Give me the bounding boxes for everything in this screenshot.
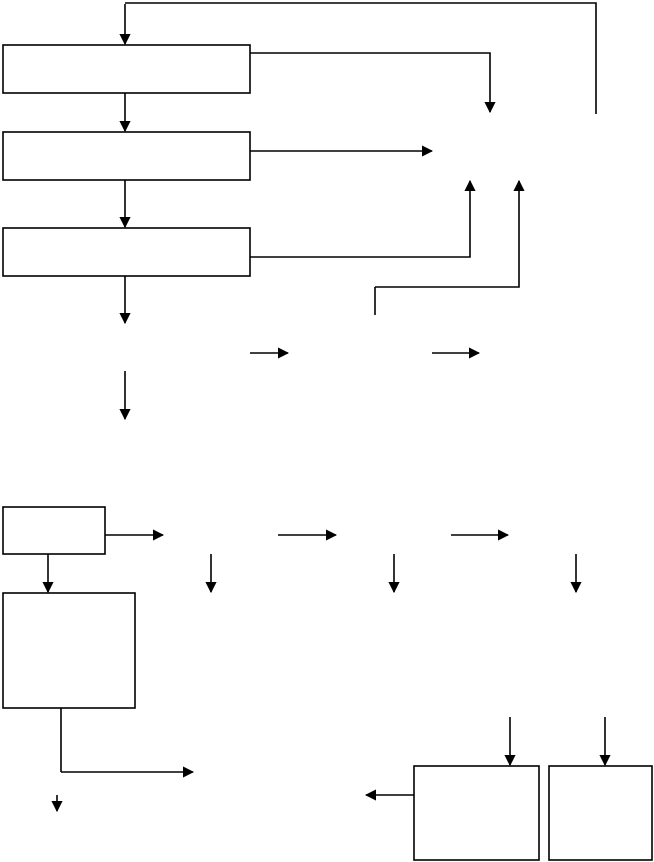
box-5 [2,592,136,709]
arrow-box3-right-up [250,179,476,258]
box-7 [548,765,653,861]
arrow-box1-right [250,52,496,114]
box-6 [413,765,540,861]
arrow-elbow-up [375,179,525,288]
box-2 [2,131,251,181]
box-1 [2,44,251,94]
top-feedback-line [125,2,597,114]
box-4 [2,506,106,555]
box-3 [2,227,251,277]
